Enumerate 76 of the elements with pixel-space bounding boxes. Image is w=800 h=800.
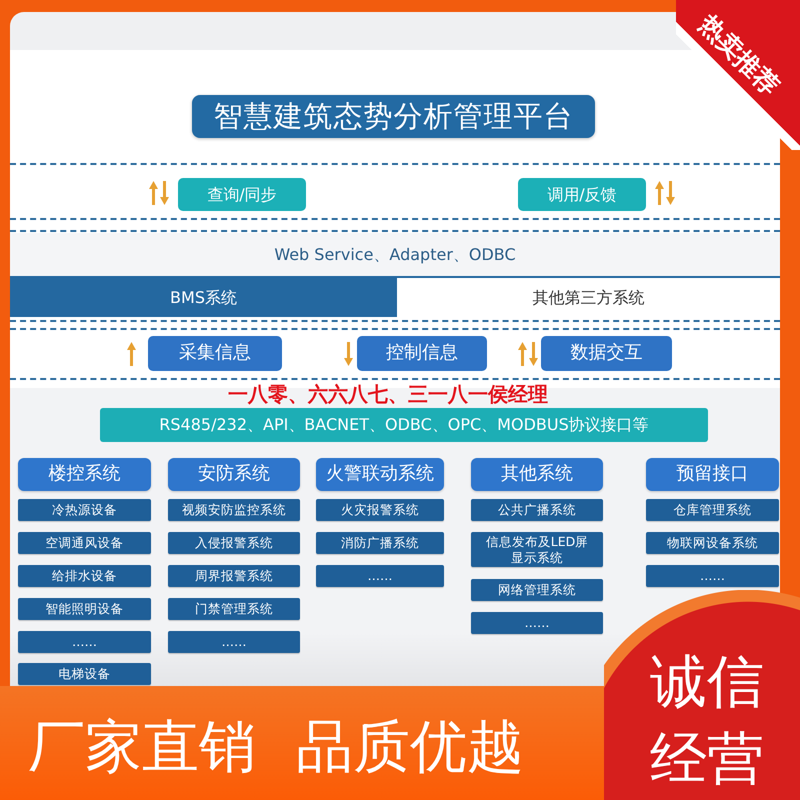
item-label: 公共广播系统: [498, 502, 576, 518]
info-box: [148, 336, 282, 371]
item-label: 给排水设备: [52, 568, 117, 584]
item-box: [471, 612, 603, 634]
category-label: 安防系统: [198, 463, 270, 486]
category-label: 火警联动系统: [326, 463, 434, 486]
action-box: [178, 178, 306, 211]
title-text: 智慧建筑态势分析管理平台: [214, 98, 574, 135]
item-box: [18, 631, 151, 653]
item-label: ……: [222, 634, 246, 650]
item-label: 空调通风设备: [46, 535, 124, 551]
system-bar: [10, 278, 397, 317]
item-label: ……: [368, 568, 392, 584]
item-box: [168, 532, 300, 554]
item-box: [471, 499, 603, 521]
category-label: 楼控系统: [48, 463, 120, 486]
item-box: [471, 532, 603, 567]
item-label: 视频安防监控系统: [182, 502, 286, 518]
item-box: [168, 499, 300, 521]
item-box: [646, 499, 779, 521]
item-label: 信息发布及LED屏显示系统: [484, 534, 590, 566]
item-box: [316, 499, 444, 521]
protocol-bar: [100, 408, 708, 442]
item-label: ……: [72, 634, 97, 650]
system-label: BMS系统: [170, 288, 237, 308]
item-box: [168, 631, 300, 653]
slogan-text: 厂家直销: [28, 716, 256, 779]
action-label: 调用/反馈: [547, 184, 617, 204]
item-label: 物联网设备系统: [667, 535, 758, 551]
item-box: [168, 565, 300, 587]
contact-text: 一八零、六六八七、三一八一侯经理: [228, 383, 548, 405]
category-header: [646, 458, 779, 491]
item-box: [18, 499, 151, 521]
info-label: 控制信息: [386, 342, 458, 365]
item-label: 门禁管理系统: [195, 601, 273, 617]
info-box: [357, 336, 487, 371]
item-label: 消防广播系统: [341, 535, 419, 551]
info-box: [541, 336, 672, 371]
category-label: 其他系统: [501, 463, 573, 486]
item-label: 周界报警系统: [195, 568, 273, 584]
item-label: ……: [524, 615, 550, 631]
info-label: 数据交互: [570, 342, 642, 365]
protocol-label: RS485/232、API、BACNET、ODBC、OPC、MODBUS协议接口等: [159, 415, 649, 435]
category-header: [471, 458, 603, 491]
category-header: [168, 458, 300, 491]
item-box: [18, 565, 151, 587]
seal-text: 诚信经营: [650, 648, 765, 794]
item-label: 电梯设备: [58, 666, 110, 682]
item-label: 智能照明设备: [46, 601, 124, 617]
info-label: 采集信息: [179, 342, 251, 365]
item-box: [18, 663, 151, 685]
item-box: [316, 532, 444, 554]
item-box: [646, 565, 779, 587]
item-box: [646, 532, 779, 554]
interface-band: [10, 233, 780, 278]
title-box: [192, 95, 595, 138]
item-box: [168, 598, 300, 620]
item-box: [18, 598, 151, 620]
item-box: [316, 565, 444, 587]
interface-text: Web Service、Adapter、ODBC: [274, 244, 516, 264]
item-label: 网络管理系统: [498, 582, 576, 598]
action-box: [518, 178, 646, 211]
item-label: 冷热源设备: [52, 502, 117, 518]
slogan-text: 品质优越: [296, 716, 524, 779]
item-label: 火灾报警系统: [341, 502, 419, 518]
item-box: [471, 579, 603, 601]
ribbon-text: 热卖推荐: [694, 10, 784, 100]
item-label: ……: [700, 568, 725, 584]
item-label: 入侵报警系统: [195, 535, 273, 551]
item-box: [18, 532, 151, 554]
system-label: 其他第三方系统: [532, 288, 644, 308]
category-header: [18, 458, 151, 491]
category-label: 预留接口: [676, 463, 748, 486]
action-label: 查询/同步: [207, 184, 277, 204]
item-label: 仓库管理系统: [674, 502, 752, 518]
category-header: [316, 458, 444, 491]
